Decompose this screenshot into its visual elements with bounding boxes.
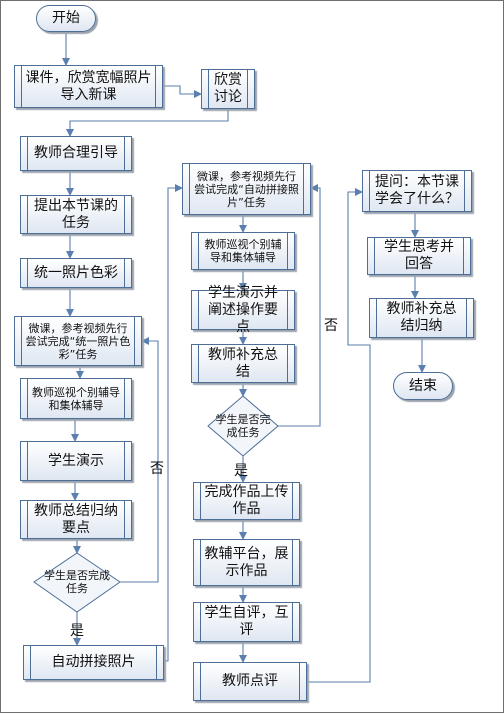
edge-courseware-appreciate: [163, 85, 202, 98]
student-demo-box: 学生演示: [20, 441, 132, 481]
teacher-supplement-box: 教师补充总结: [191, 344, 295, 383]
decision-1-diamond: [33, 552, 121, 613]
yes-label-1: 是: [70, 623, 84, 639]
micro-course-color-box: 微课，参考视频先行尝试完成“统一照片色彩”任务: [14, 316, 142, 366]
self-peer-eval-box: 学生自评，互评: [193, 602, 300, 642]
propose-task-box: 提出本节课的任务: [20, 195, 132, 234]
upload-work-box: 完成作品上传作品: [193, 482, 300, 520]
decision-1-text: 学生是否完成任务: [44, 569, 110, 595]
auto-stitch-box: 自动拼接照片: [23, 645, 164, 680]
teacher-guide-box: 教师合理引导: [20, 136, 132, 171]
end-terminal: 结束: [393, 372, 453, 400]
teacher-summary-box: 教师补充总结归纳: [369, 298, 474, 338]
decision-2-diamond: [207, 395, 279, 457]
edge-decision2-no: [278, 184, 321, 427]
no-label-1: 否: [150, 461, 164, 477]
edge-stitch-col2: [164, 184, 183, 662]
student-demo-explain-box: 学生演示并阐述操作要点: [191, 285, 295, 335]
teacher-comment-box: 教师点评: [193, 662, 307, 701]
edge-decision1-no: [120, 337, 159, 583]
teacher-tour-help-box-1: 教师巡视个别辅导和集体辅导: [20, 378, 132, 419]
unify-color-box: 统一照片色彩: [20, 258, 132, 288]
edge-comment-col3: [307, 188, 371, 683]
question-box: 提问：本节课学会了什么？: [362, 170, 472, 212]
courseware-intro-box: 课件，欣赏宽幅照片导入新课: [14, 65, 163, 108]
no-label-2: 否: [324, 318, 338, 334]
start-terminal: 开始: [36, 5, 96, 32]
micro-course-stitch-box: 微课，参考视频先行尝试完成“自动拼接照片”任务: [182, 163, 311, 215]
teacher-summary-points-box: 教师总结归纳要点: [20, 500, 132, 539]
appreciate-discuss-box: 欣赏讨论: [201, 69, 255, 109]
edge-appreciate-guide: [66, 108, 229, 137]
teacher-tour-help-box-2: 教师巡视个别辅导和集体辅导: [191, 232, 295, 270]
yes-label-2: 是: [234, 463, 248, 479]
decision-2-text: 学生是否完成任务: [215, 413, 271, 439]
platform-show-box: 教辅平台，展示作品: [193, 539, 300, 586]
student-think-box: 学生思考并回答: [367, 237, 471, 275]
